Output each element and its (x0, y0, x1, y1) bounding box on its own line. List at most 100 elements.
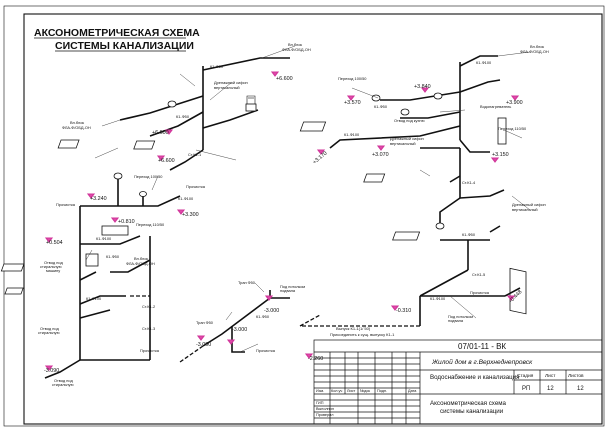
col-header: Дата (408, 389, 417, 393)
label: Вн.блок (288, 42, 302, 47)
label: К1-Ф50 (106, 254, 120, 259)
elevation-label: -3.000 (196, 342, 211, 348)
label: Вн.блок (530, 44, 544, 49)
label: Водонагреватель (480, 104, 511, 109)
elevation-label: -2.260 (308, 356, 323, 362)
label: вертикальный (390, 141, 416, 146)
label: К1-Ф100 (86, 296, 102, 301)
pipe-group-left (0, 172, 181, 379)
pipe-group-top-left (57, 57, 290, 171)
sheet-title-2: системы канализации (440, 408, 504, 415)
elevation-label: +6.600 (152, 130, 169, 136)
label: К1-Ф100 (178, 196, 194, 201)
doc-code: 07/01-11 - ВК (458, 342, 506, 351)
label: Прочистка (470, 290, 490, 295)
label: Отвод под (40, 326, 59, 331)
label: ФЛА-Ф/ОБД-ОН (126, 261, 155, 266)
section-name-1: Водоснабжение и канализация (430, 374, 520, 381)
label: К1-Ф50 (256, 314, 270, 319)
leader-lines (85, 45, 531, 353)
sheets-label: Листов (568, 373, 584, 379)
elevation-label: -3.000 (232, 327, 247, 333)
col-header: Подп. (377, 389, 387, 393)
label: Трап Ф50 (196, 320, 214, 325)
role-label: Проверил (316, 413, 334, 417)
sheet-value: 12 (547, 386, 554, 392)
elevation-label: -3.000 (264, 308, 279, 314)
label: К1-Ф100 (344, 132, 360, 137)
elevation-label: +3.300 (182, 212, 199, 218)
elevation-markers (44, 71, 520, 371)
sheet-label: Лист (545, 373, 556, 379)
label: ФЛА-Ф/ОБД-ОН (62, 125, 91, 130)
elevation-label: +3.900 (506, 100, 523, 106)
label: вертикальный (512, 207, 538, 212)
elevation-label: -0.310 (396, 308, 411, 314)
title-block: Выпуск К1-1(1/ 50) Присоединить к сущ. в… (313, 326, 603, 425)
elevation-label: +6.600 (158, 158, 175, 164)
label: Вн.блок (70, 120, 84, 125)
label: Отвод под кухню (394, 118, 425, 123)
stage-label: Стадия (517, 373, 534, 379)
label: Отвод под (44, 260, 63, 265)
label: Прочистка (256, 348, 276, 353)
label: машину (46, 268, 60, 273)
annotation-labels: Вн.блок ФЛА-Ф/ОБД-ОН Вн.блок ФЛА-Ф/ОБД-О… (38, 42, 549, 387)
drawing-title-line1: АКСОНОМЕТРИЧЕСКАЯ СХЕМА (34, 27, 200, 39)
label: стиральную (52, 382, 74, 387)
label: ФЛА-Ф/ОБД-ОН (520, 49, 549, 54)
label: К1-Ф50 (462, 232, 476, 237)
label: ФЛА-Ф/ОБД-ОН (282, 47, 311, 52)
label: К1-Ф100 (96, 236, 112, 241)
sheet-inner-frame (23, 13, 603, 425)
label: Переход 110/50 (136, 222, 165, 227)
label: К1-Ф100 (430, 296, 446, 301)
label: Ст.К1-3 (142, 326, 155, 331)
label: вертикальный (214, 85, 240, 90)
col-header: Лист (347, 389, 356, 393)
object-name: Жилой дом в г.Верхнеднепровск (431, 358, 533, 366)
side-note-2: Присоединить к сущ. выпуску К1-1 (330, 332, 395, 337)
label: Отвод под (54, 378, 73, 383)
elevation-label: +0.810 (118, 219, 135, 225)
stage-value: РП (522, 386, 530, 392)
elevation-label: +3.570 (344, 100, 361, 106)
label: Дренажный сифон (512, 202, 546, 207)
elevation-label: +0.504 (46, 240, 63, 246)
label: Прочистка (56, 202, 76, 207)
elevation-labels: +6.600 +6.600 +6.600 +3.840 +3.900 +3.57… (44, 76, 523, 374)
elevation-label: +3.070 (372, 152, 389, 158)
label: К1-Ф100 (476, 60, 492, 65)
label: Переход 110/50 (498, 126, 527, 131)
label: Прочистка (186, 184, 206, 189)
elevation-label: +3.840 (414, 84, 431, 90)
label: Под потолком (280, 284, 305, 289)
label: Под потолком (448, 314, 473, 319)
elevation-label: +3.150 (492, 152, 509, 158)
label: Ст.К1-4 (462, 180, 476, 185)
label: К1-Ф50 (176, 114, 190, 119)
drawing-title-line2: СИСТЕМЫ КАНАЛИЗАЦИИ (55, 40, 194, 52)
side-note-1: Выпуск К1-1(1/ 50) (336, 326, 371, 331)
role-label: ГИП (316, 401, 324, 405)
label: подвала (448, 318, 464, 323)
label: Ст.К1-5 (472, 272, 485, 277)
label: Переход 100/50 (134, 174, 163, 179)
col-header: №док (360, 389, 370, 393)
label: Трап Ф50 (238, 280, 256, 285)
label: стиральную (40, 264, 62, 269)
label: стиральную (38, 330, 60, 335)
label: Дренажный сифон (214, 80, 248, 85)
label: К1-Ф50 (374, 104, 388, 109)
label: Дренажный сифон (390, 136, 424, 141)
col-header: Кол.уч (331, 389, 342, 393)
label: Ст.К1-2 (142, 304, 155, 309)
pipe-group-middle (179, 290, 290, 363)
label: Прочистка (140, 348, 160, 353)
label: Переход 100/50 (338, 76, 367, 81)
label: К1-Ф50 (210, 64, 224, 69)
elevation-label: -3.090 (44, 368, 59, 374)
sheet-title-1: Аксонометрическая схема (430, 400, 507, 407)
role-label: Выполнил (316, 407, 334, 411)
